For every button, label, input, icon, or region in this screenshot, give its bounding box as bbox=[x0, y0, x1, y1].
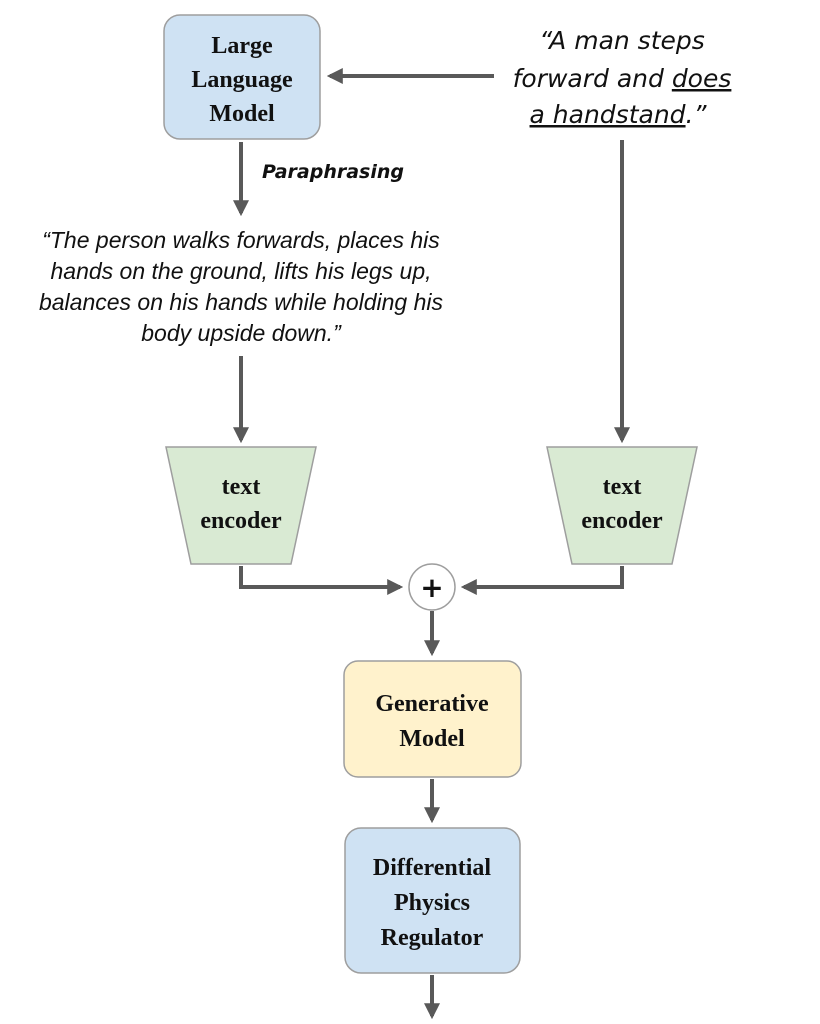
physics-line-2: Physics bbox=[394, 890, 470, 916]
llm-label-line-2: Language bbox=[191, 67, 293, 93]
llm-box bbox=[163, 14, 321, 140]
prompt-line-2: forward and does bbox=[513, 64, 732, 93]
paraphrase-line-2: hands on the ground, lifts his legs up, bbox=[50, 258, 431, 284]
encoder-left-node: text encoder bbox=[165, 446, 317, 565]
prompt-line-2-plain: forward and bbox=[513, 64, 672, 93]
arrow-encoder-left-to-sum bbox=[239, 566, 404, 595]
encoder-right-shape bbox=[546, 446, 698, 565]
encoder-left-shape bbox=[165, 446, 317, 565]
llm-label-line-1: Large bbox=[211, 33, 273, 59]
encoder-right-line-2: encoder bbox=[581, 508, 663, 534]
paraphrase-line-4: body upside down.” bbox=[141, 320, 342, 346]
arrow-encoder-right-to-sum bbox=[460, 566, 624, 595]
generative-node: Generative Model bbox=[343, 660, 522, 778]
prompt-line-1: “A man steps bbox=[539, 26, 705, 55]
physics-line-3: Regulator bbox=[381, 925, 484, 951]
physics-box bbox=[344, 827, 521, 974]
paraphrase-line-3: balances on his hands while holding his bbox=[39, 289, 444, 315]
paraphrase-line-1: “The person walks forwards, places his bbox=[42, 227, 440, 253]
prompt-line-3-end: .” bbox=[686, 100, 708, 129]
physics-node: Differential Physics Regulator bbox=[344, 827, 521, 974]
encoder-left-line-2: encoder bbox=[200, 508, 282, 534]
llm-node: Large Language Model bbox=[163, 14, 321, 140]
sum-circle bbox=[408, 563, 456, 611]
generative-line-1: Generative bbox=[375, 691, 489, 717]
llm-label-line-3: Model bbox=[209, 101, 275, 127]
encoder-left-line-1: text bbox=[222, 474, 261, 500]
generative-line-2: Model bbox=[399, 726, 465, 752]
original-prompt: “A man steps forward and does a handstan… bbox=[513, 26, 732, 129]
encoder-right-line-1: text bbox=[603, 474, 642, 500]
sum-node: + bbox=[408, 563, 456, 611]
paraphrase-text: “The person walks forwards, places his h… bbox=[39, 227, 444, 346]
prompt-underlined-does: does bbox=[672, 64, 732, 93]
generative-box bbox=[343, 660, 522, 778]
prompt-underlined-handstand: a handstand bbox=[530, 100, 686, 129]
physics-line-1: Differential bbox=[373, 855, 492, 881]
encoder-right-node: text encoder bbox=[546, 446, 698, 565]
prompt-line-3: a handstand.” bbox=[530, 100, 708, 129]
plus-icon: + bbox=[420, 571, 443, 604]
paraphrasing-label: Paraphrasing bbox=[262, 161, 404, 183]
